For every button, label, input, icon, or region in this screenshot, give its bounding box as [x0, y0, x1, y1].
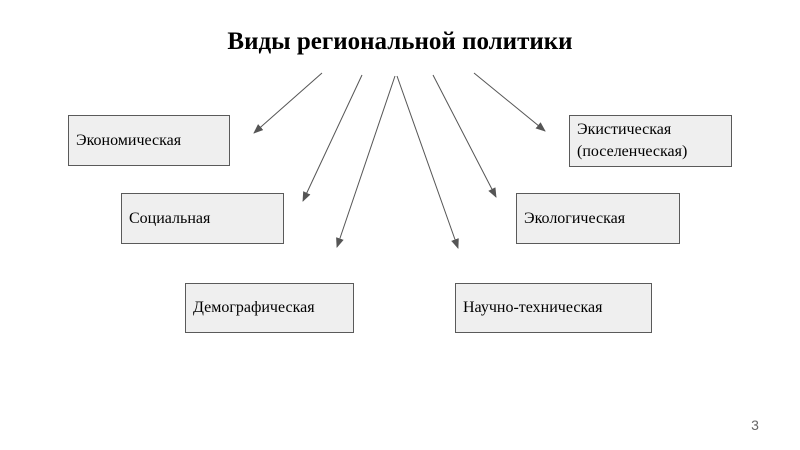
page-number: 3 [751, 417, 759, 433]
arrow-to-ecological [432, 74, 497, 198]
box-social: Социальная [121, 193, 284, 244]
arrow-to-ekistic [473, 72, 546, 132]
box-economic: Экономическая [68, 115, 230, 166]
box-scientific-technical: Научно-техническая [455, 283, 652, 333]
box-ekistic: Экистическая (поселенческая) [569, 115, 732, 167]
arrow-to-social [302, 74, 363, 202]
slide-title: Виды региональной политики [227, 28, 573, 55]
arrow-to-economic [253, 72, 323, 134]
arrow-to-scientific-technical [396, 75, 459, 249]
arrow-to-demographic [336, 75, 396, 248]
box-ecological: Экологическая [516, 193, 680, 244]
box-demographic: Демографическая [185, 283, 354, 333]
